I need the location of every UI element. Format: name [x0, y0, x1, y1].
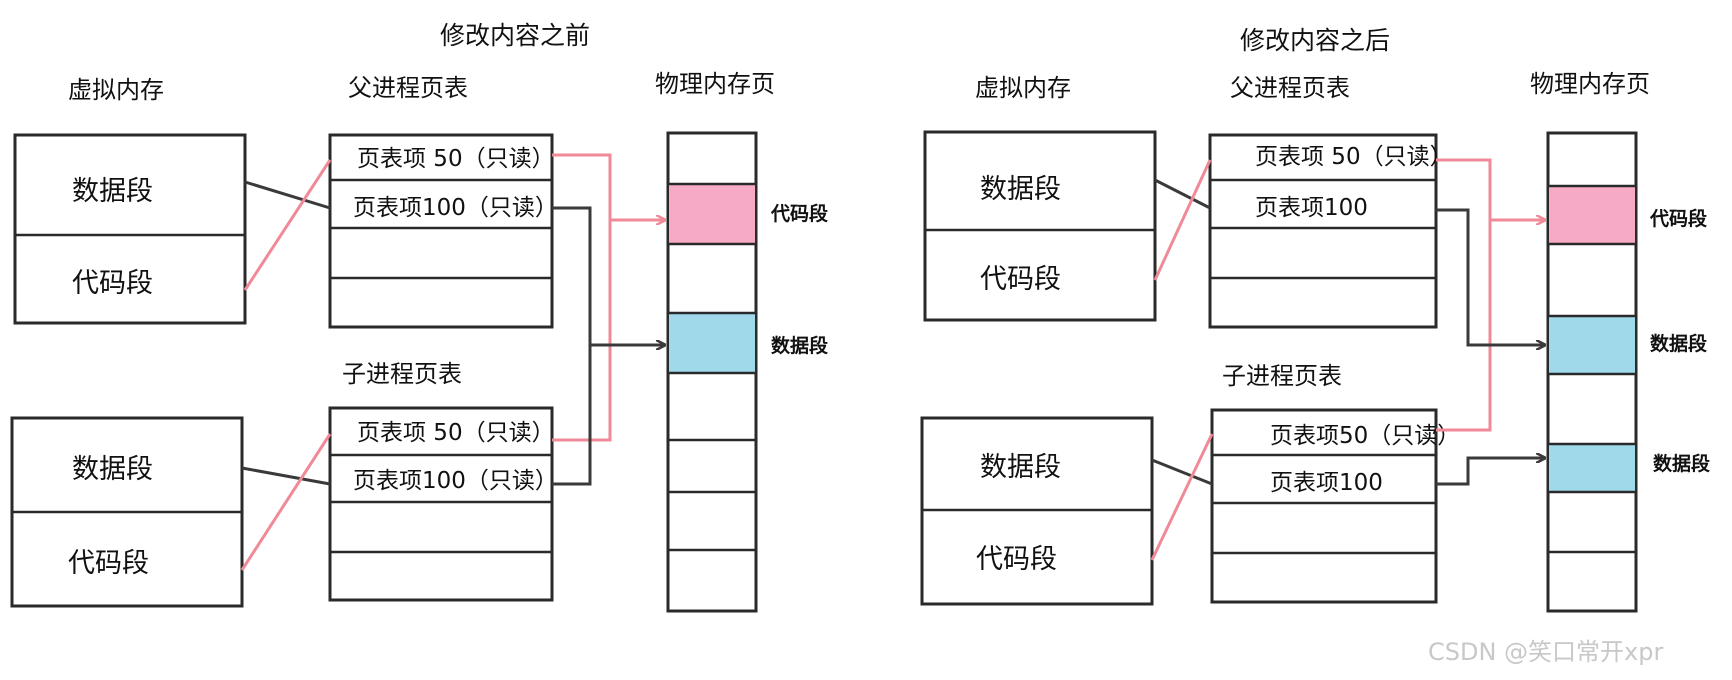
- after-virtual-memory-label: 虚拟内存: [975, 74, 1071, 102]
- after-parent-virtual-memory: 数据段 代码段: [923, 130, 1157, 322]
- before-child-code-link: [240, 433, 332, 571]
- before-parent-virtual-memory: 数据段 代码段: [13, 133, 247, 325]
- after-phys-data-label-1: 数据段: [1650, 332, 1708, 355]
- after-panel: 修改内容之后 虚拟内存 父进程页表 物理内存页 子进程页表 数据段 代码段 数据…: [920, 26, 1711, 613]
- after-child-data-arrow: [1436, 458, 1545, 486]
- before-parent-entry-50: 页表项 50（只读）: [357, 146, 555, 172]
- before-parent-data-link: [244, 180, 331, 210]
- after-child-code-connector: [1436, 220, 1492, 432]
- after-parent-data-link: [1154, 178, 1211, 210]
- before-child-data-link: [241, 466, 331, 486]
- before-physical-memory: 代码段 数据段: [666, 131, 829, 613]
- after-phys-data-label-2: 数据段: [1653, 452, 1711, 475]
- before-parent-page-table: 页表项 50（只读） 页表项100（只读）: [328, 133, 558, 329]
- before-child-data-seg: 数据段: [72, 454, 153, 485]
- before-child-virtual-memory: 数据段 代码段: [10, 416, 244, 608]
- before-phys-data-label: 数据段: [771, 334, 829, 357]
- after-child-data-link: [1151, 458, 1213, 486]
- after-parent-entry-50: 页表项 50（只读）: [1255, 144, 1453, 170]
- after-child-entry-50: 页表项50（只读）: [1270, 423, 1460, 449]
- before-child-entry-50: 页表项 50（只读）: [357, 420, 555, 446]
- after-parent-entry-100: 页表项100: [1255, 195, 1368, 221]
- after-phys-data-page-2: [1549, 444, 1635, 492]
- before-phys-data-page: [669, 313, 755, 373]
- after-child-entry-100: 页表项100: [1270, 470, 1383, 496]
- after-child-code-seg: 代码段: [976, 544, 1057, 575]
- before-child-table-label: 子进程页表: [342, 360, 462, 388]
- after-parent-code-arrow: [1436, 158, 1545, 220]
- after-title: 修改内容之后: [1240, 26, 1390, 55]
- before-child-data-connector: [552, 345, 592, 486]
- before-child-code-connector: [552, 220, 612, 442]
- after-child-virtual-memory: 数据段 代码段: [920, 416, 1154, 606]
- before-physical-page-label: 物理内存页: [655, 70, 775, 98]
- after-phys-data-page-1: [1549, 316, 1635, 374]
- before-panel: 修改内容之前 虚拟内存 父进程页表 物理内存页 子进程页表 数据段 代码段 数据…: [10, 21, 829, 613]
- before-parent-code-seg: 代码段: [72, 268, 153, 299]
- before-child-page-table: 页表项 50（只读） 页表项100（只读）: [328, 406, 558, 602]
- after-child-page-table: 页表项50（只读） 页表项100: [1210, 408, 1460, 604]
- after-phys-code-page: [1549, 186, 1635, 244]
- after-phys-code-label: 代码段: [1649, 207, 1708, 230]
- before-child-entry-100: 页表项100（只读）: [353, 468, 558, 494]
- before-phys-code-label: 代码段: [770, 202, 829, 225]
- after-parent-code-seg: 代码段: [980, 264, 1061, 295]
- before-child-code-seg: 代码段: [68, 548, 149, 579]
- before-parent-code-link: [243, 159, 332, 291]
- after-parent-data-arrow: [1436, 208, 1545, 345]
- after-parent-table-label: 父进程页表: [1230, 74, 1350, 102]
- before-parent-data-arrow: [552, 206, 665, 345]
- before-parent-entry-100: 页表项100（只读）: [353, 195, 558, 221]
- after-parent-page-table: 页表项 50（只读） 页表项100: [1208, 133, 1453, 329]
- after-child-code-link: [1150, 433, 1214, 561]
- before-phys-code-page: [669, 184, 755, 244]
- before-parent-code-arrow: [552, 153, 665, 220]
- after-physical-page-label: 物理内存页: [1530, 70, 1650, 98]
- before-parent-table-label: 父进程页表: [348, 74, 468, 102]
- after-physical-memory: 代码段 数据段 数据段: [1546, 131, 1711, 613]
- after-child-table-label: 子进程页表: [1222, 362, 1342, 390]
- before-title: 修改内容之前: [440, 21, 590, 50]
- after-parent-code-link: [1153, 159, 1212, 281]
- after-parent-data-seg: 数据段: [980, 174, 1061, 205]
- before-virtual-memory-label: 虚拟内存: [68, 76, 164, 104]
- csdn-watermark: CSDN @笑口常开xpr: [1428, 638, 1663, 666]
- after-child-data-seg: 数据段: [980, 452, 1061, 483]
- before-parent-data-seg: 数据段: [72, 176, 153, 207]
